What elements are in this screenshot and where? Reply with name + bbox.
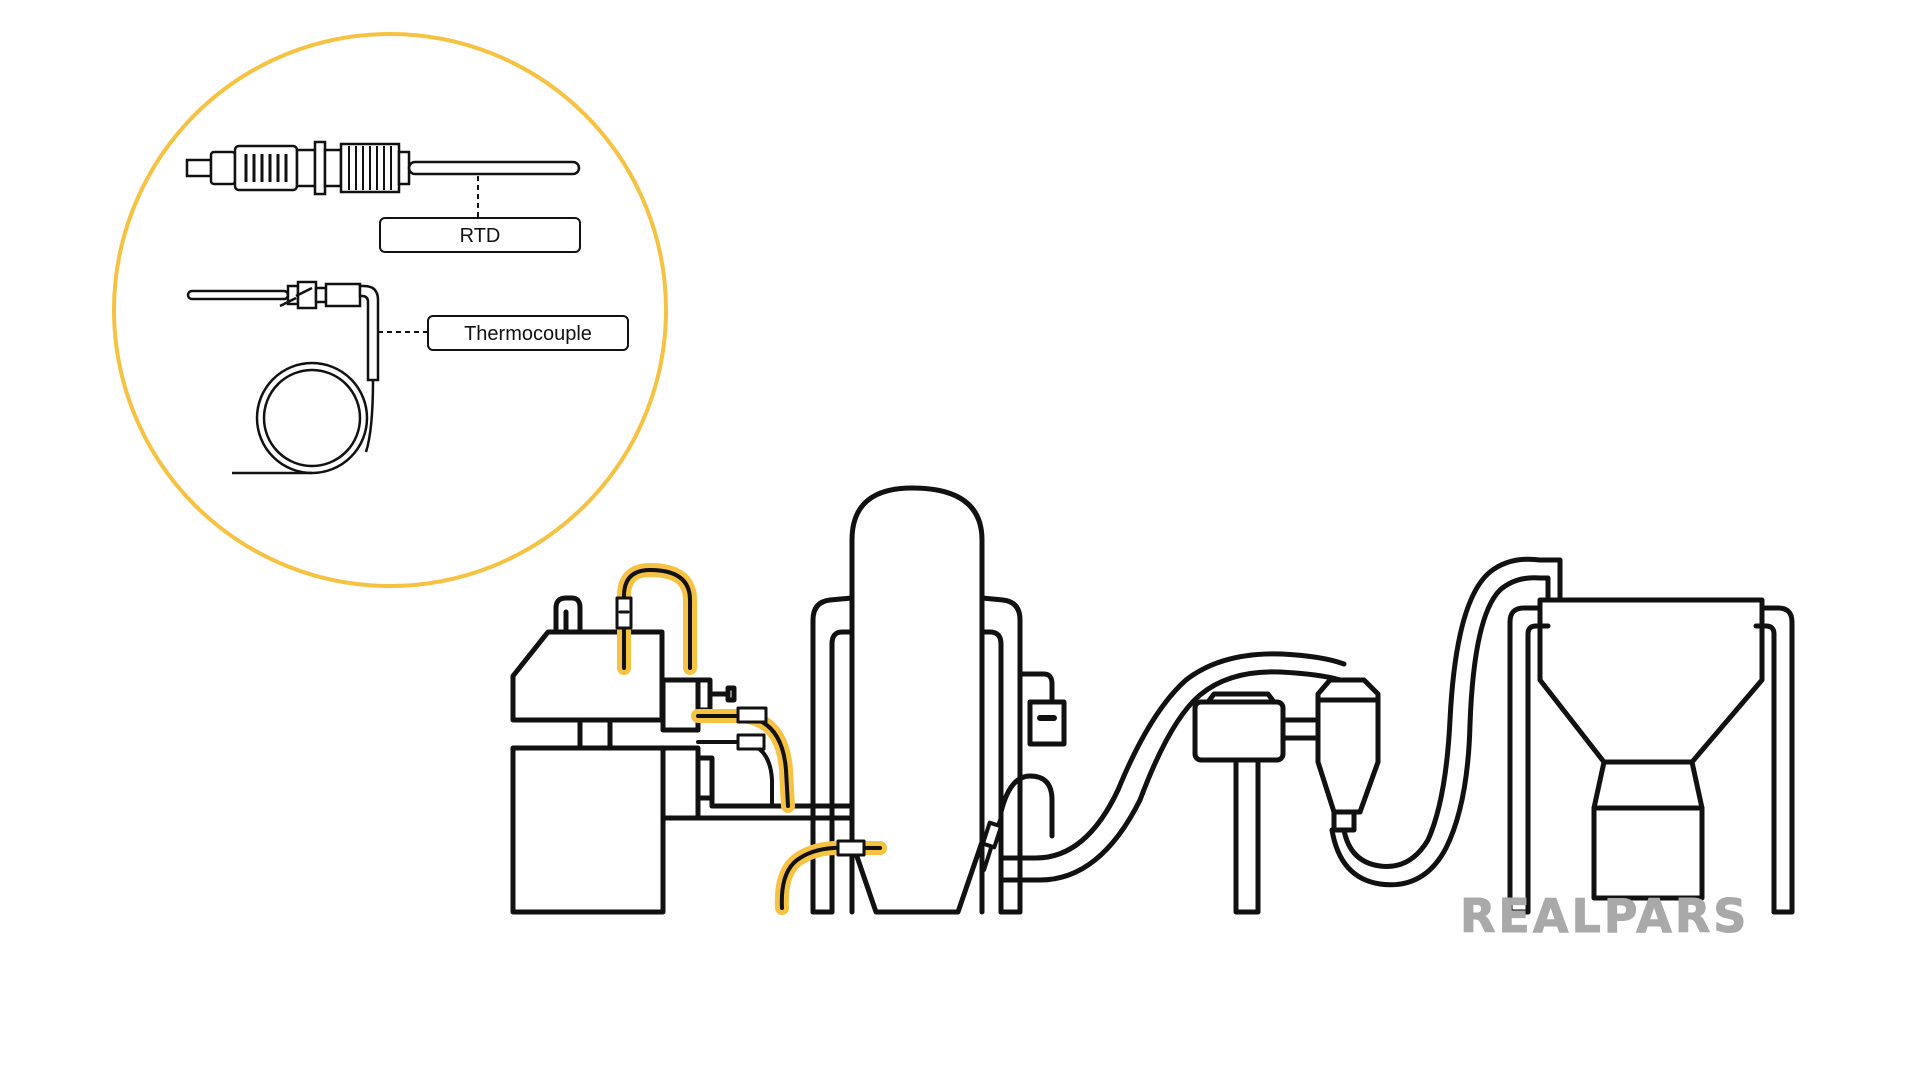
thermocouple-sensor-4 (774, 839, 887, 915)
rtd-probe-icon (185, 140, 581, 196)
thermocouple-sensor-1 (615, 563, 697, 675)
logo-text: REALPARS (1460, 889, 1749, 943)
blower-unit (1192, 691, 1321, 915)
thermocouple-sensor-3 (696, 733, 774, 808)
coil-ticks (279, 286, 313, 308)
rtd-label-box: RTD (379, 217, 581, 253)
callout-circle (112, 32, 668, 588)
cyclone-separator (1315, 556, 1563, 888)
process-plant (510, 485, 1795, 915)
tower-column (810, 485, 1067, 915)
sensor-highlights (615, 563, 1004, 915)
connector-block (660, 677, 737, 821)
tower-to-cyclone-duct (998, 651, 1347, 883)
thermocouple-probe-icon (186, 280, 380, 475)
rtd-label: RTD (460, 225, 501, 247)
hopper-silo (1507, 597, 1795, 915)
thermocouple-label-box: Thermocouple (427, 315, 629, 351)
left-machine (510, 595, 666, 915)
thermocouple-sensor-2 (691, 706, 795, 813)
sensor-callout: RTD Thermocouple (112, 32, 668, 588)
thermocouple-label: Thermocouple (464, 323, 592, 345)
thermocouple-sensor-5 (980, 818, 1004, 872)
realpars-logo: REALPARS (1460, 889, 1749, 944)
